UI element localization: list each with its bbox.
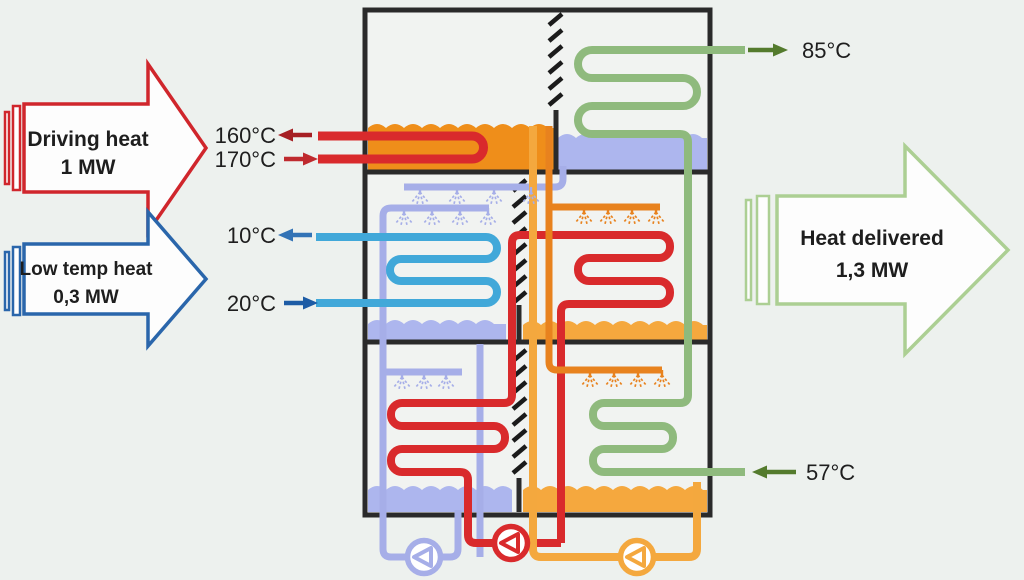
spray-nozzle-icon <box>581 370 599 388</box>
coil-heat-delivered <box>573 46 745 476</box>
spray-nozzle-icon <box>395 208 413 226</box>
spray-nozzle-icon <box>415 372 433 390</box>
spray-nozzle-icon <box>599 207 617 225</box>
pump-red-center-icon <box>491 523 531 563</box>
pool-top-right <box>558 134 707 170</box>
pipe-orange-dark-and-lower-header <box>545 126 662 374</box>
hatch-divider-mark <box>511 194 528 209</box>
flow-arrow-57-icon <box>752 465 767 479</box>
flow-arrow-160-icon <box>278 128 293 142</box>
hatch-divider-mark <box>547 60 564 75</box>
hatch-divider-mark <box>511 428 528 443</box>
circulation-pumps <box>404 523 657 577</box>
spray-nozzle-icon <box>605 370 623 388</box>
coil-internal-red-circuit <box>387 231 674 547</box>
spray-nozzle-icon <box>393 372 411 390</box>
unit-box <box>362 7 713 518</box>
spray-nozzle-icon <box>448 187 466 205</box>
spray-nozzle-icon <box>485 187 503 205</box>
hatch-divider-mark <box>511 396 528 411</box>
temp-160-label: 160°C <box>215 123 277 148</box>
spray-nozzle-icon <box>423 208 441 226</box>
low-temp-heat-power: 0,3 MW <box>53 287 119 308</box>
temp-10-label: 10°C <box>227 223 276 248</box>
flow-arrow-20-icon <box>303 296 318 310</box>
flow-bar-icon <box>744 198 753 302</box>
spray-nozzle-icon <box>479 208 497 226</box>
hatch-divider-mark <box>547 76 564 91</box>
low-temp-heat-label: Low temp heat <box>19 259 153 280</box>
heat-delivered-flow-arrow: Heat delivered 1,3 MW <box>744 141 1011 359</box>
flow-bar-icon <box>3 250 11 312</box>
temp-20-label: 20°C <box>227 291 276 316</box>
hatch-divider-mark <box>547 12 564 27</box>
temp-170-label: 170°C <box>215 147 277 172</box>
driving-heat-flow-arrow: Driving heat 1 MW <box>3 58 209 238</box>
pipe-lavender-drain-to-sprays <box>404 166 567 191</box>
hatch-divider-mark <box>547 92 564 107</box>
flow-arrow-10-icon <box>278 228 293 242</box>
hatch-divider-mark <box>511 460 528 475</box>
coil-low-temp-heat <box>316 233 502 307</box>
coil-driving-heat <box>318 131 489 164</box>
pool-middle-right <box>523 321 707 340</box>
temp-85-label: 85°C <box>802 38 851 63</box>
driving-heat-label: Driving heat <box>27 128 148 151</box>
hatch-divider-mark <box>547 44 564 59</box>
spray-nozzle-icon <box>451 208 469 226</box>
big-arrow-shape <box>22 58 209 238</box>
spray-nozzle-icon <box>575 207 593 225</box>
spray-nozzle-icon <box>629 370 647 388</box>
pipe-orange-light-loop <box>529 126 701 561</box>
heat-delivered-power: 1,3 MW <box>836 259 909 282</box>
spray-nozzle-icon <box>653 370 671 388</box>
spray-nozzle-icon <box>522 187 540 205</box>
pool-bottom-left <box>368 486 512 512</box>
hatch-divider-mark <box>547 28 564 43</box>
temperature-annotations: 160°C 170°C 10°C 20°C 85°C 57°C <box>215 38 856 485</box>
flow-arrow-85-icon <box>773 43 788 57</box>
flow-bar-icon <box>11 104 22 192</box>
pipe-lavender-main-loop <box>379 204 489 561</box>
hatch-divider-mark <box>511 210 528 225</box>
big-arrow-shape <box>22 207 209 351</box>
spray-nozzle-icon <box>623 207 641 225</box>
spray-nozzle-icon <box>411 187 429 205</box>
temp-57-label: 57°C <box>806 460 855 485</box>
pump-orange-right-icon <box>617 537 657 577</box>
flow-bar-icon <box>11 245 22 317</box>
hatch-divider-mark <box>511 412 528 427</box>
pool-middle-left <box>368 320 506 340</box>
big-arrow-shape <box>775 141 1011 359</box>
low-temp-heat-flow-arrow: Low temp heat 0,3 MW <box>3 207 209 351</box>
spray-nozzle-icon <box>647 207 665 225</box>
orange-spray-pipes <box>545 126 662 374</box>
flow-arrow-170-icon <box>303 152 318 166</box>
pool-bottom-right <box>523 486 707 512</box>
flow-bar-icon <box>3 110 11 186</box>
pump-solution-left-icon <box>404 537 444 577</box>
hatch-divider-mark <box>511 444 528 459</box>
spray-nozzle-icon <box>437 372 455 390</box>
unit-structure <box>362 7 713 518</box>
driving-heat-power: 1 MW <box>61 156 116 179</box>
spray-nozzles <box>393 187 671 390</box>
flow-bar-icon <box>755 194 771 306</box>
heat-delivered-label: Heat delivered <box>800 227 944 250</box>
